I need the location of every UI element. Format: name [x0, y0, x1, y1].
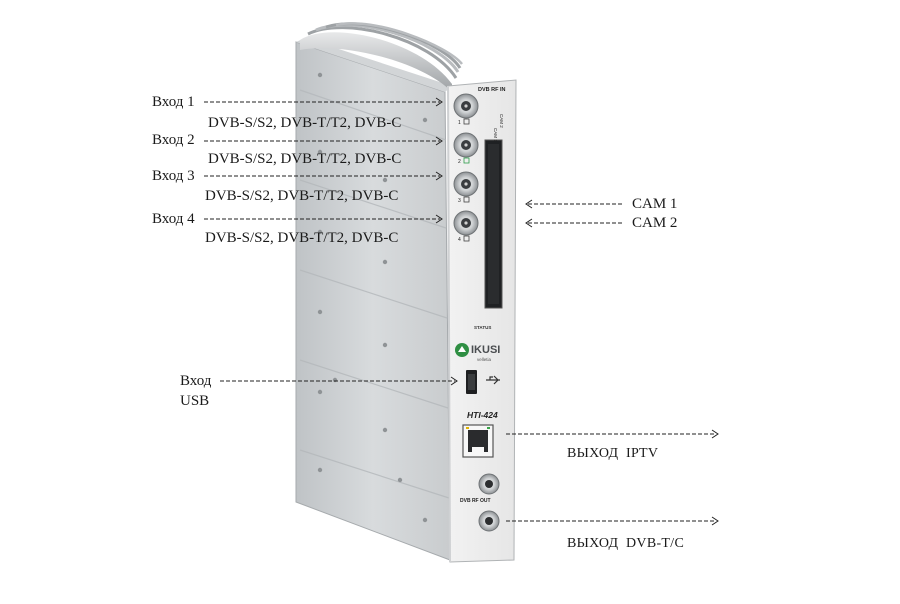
port-icons	[463, 118, 470, 242]
arrowheads	[435, 97, 719, 526]
brand-name: IKUSI	[471, 344, 500, 356]
rf-input-connectors	[453, 93, 479, 236]
arrow-input-4	[435, 214, 443, 224]
usb-port-icon	[466, 370, 500, 394]
cam-1-label: CAM 1	[632, 196, 678, 212]
usb-input-label-line2: USB	[180, 393, 210, 409]
heatsink-fins	[300, 22, 463, 92]
leader-lines	[204, 101, 716, 522]
model-name: HTI-424	[467, 410, 498, 420]
enclosure-side-panel	[295, 38, 452, 561]
input-1-standards: DVB-S/S2, DVB-T/T2, DVB-C	[208, 115, 402, 131]
arrow-iptv	[711, 429, 719, 439]
cam2-slot-label: CAM 2	[499, 114, 504, 128]
input-3-label: Вход 3	[152, 168, 195, 184]
input-4-label: Вход 4	[152, 211, 195, 227]
port-number-1: 1	[458, 120, 461, 126]
arrow-input-3	[435, 171, 443, 181]
arrow-cam-1	[525, 199, 533, 209]
rf-output-connectors	[478, 473, 500, 532]
arrow-cam-2	[525, 218, 533, 228]
usb-input-label-line1: Вход	[180, 373, 212, 389]
brand-subtitle: velletia	[477, 357, 492, 362]
input-2-standards: DVB-S/S2, DVB-T/T2, DVB-C	[208, 151, 402, 167]
dvb-output-label: ВЫХОД DVB-T/C	[567, 536, 685, 551]
iptv-output-label: ВЫХОД IPTV	[567, 446, 659, 461]
arrow-input-1	[435, 97, 443, 107]
rf-in-connector-3	[453, 171, 479, 197]
rf-out-label: DVB RF OUT	[460, 498, 491, 504]
arrow-usb	[450, 376, 458, 386]
input-1-label: Вход 1	[152, 94, 195, 110]
rf-in-label: DVB RF IN	[478, 87, 506, 93]
input-4-standards: DVB-S/S2, DVB-T/T2, DVB-C	[205, 230, 399, 246]
rf-in-connector-1	[453, 93, 479, 119]
port-number-4: 4	[458, 237, 461, 243]
port-number-3: 3	[458, 198, 461, 204]
arrow-input-2	[435, 136, 443, 146]
ikusi-logo-icon	[455, 343, 469, 357]
cam-slot	[484, 139, 503, 309]
cam-2-label: CAM 2	[632, 215, 678, 231]
port-number-2: 2	[458, 159, 461, 165]
status-label: STATUS	[474, 325, 491, 330]
rf-out-connector-2	[478, 510, 500, 532]
ethernet-port-icon	[462, 424, 494, 458]
arrow-dvb-out	[711, 516, 719, 526]
rf-in-connector-4	[453, 210, 479, 236]
input-3-standards: DVB-S/S2, DVB-T/T2, DVB-C	[205, 188, 399, 204]
cam1-slot-label: CAM 1	[493, 128, 498, 142]
input-2-label: Вход 2	[152, 132, 195, 148]
rf-out-connector-1	[478, 473, 500, 495]
rf-in-connector-2	[453, 132, 479, 158]
